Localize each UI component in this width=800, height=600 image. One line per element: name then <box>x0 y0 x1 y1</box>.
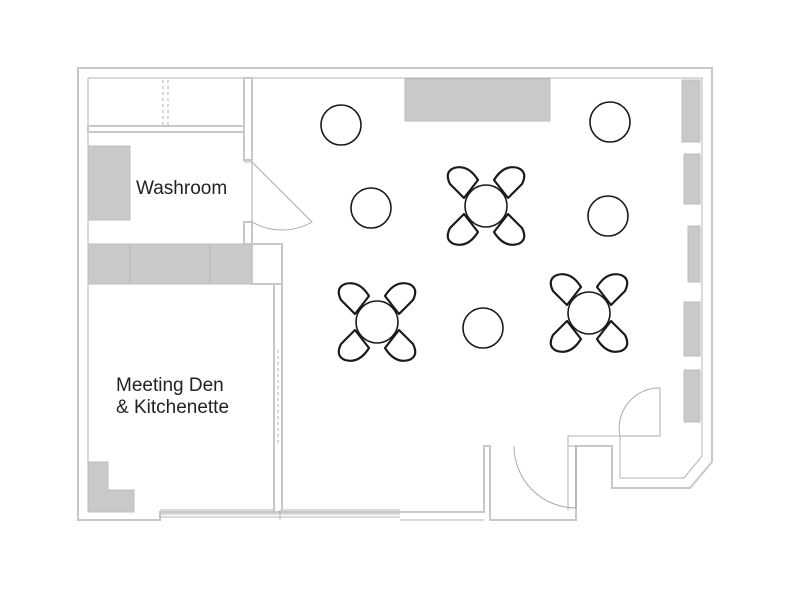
counter-frame <box>251 243 283 285</box>
chair <box>446 166 480 200</box>
round-table-1 <box>320 104 362 146</box>
round-table-3 <box>350 187 392 229</box>
chair <box>595 319 629 353</box>
wall-panel-1 <box>681 79 701 143</box>
entrance-door-main <box>513 445 577 509</box>
table <box>567 291 611 335</box>
chair <box>383 282 417 316</box>
chair <box>446 212 480 246</box>
meeting-label-line1: Meeting Den <box>116 375 224 396</box>
chair <box>492 166 526 200</box>
lounge-bench <box>404 78 551 122</box>
kitchenette-corner-counter <box>87 461 135 513</box>
washroom-top-partition <box>87 125 249 133</box>
entrance-door-side <box>618 387 661 437</box>
chair <box>549 273 583 307</box>
washroom-door <box>251 160 313 231</box>
chair <box>595 273 629 307</box>
chair <box>492 212 526 246</box>
chair <box>337 282 371 316</box>
table-set-3 <box>549 273 629 353</box>
table <box>464 184 508 228</box>
chair <box>383 328 417 362</box>
counter-run <box>87 243 253 285</box>
chair <box>337 328 371 362</box>
washroom-right-wall <box>243 77 253 161</box>
wall-panel-4 <box>683 301 701 357</box>
round-table-4 <box>587 195 629 237</box>
table-set-2 <box>337 282 417 362</box>
wall-panel-2 <box>683 153 701 205</box>
meeting-label-line2: & Kitchenette <box>116 397 229 418</box>
round-table-5 <box>462 307 504 349</box>
wall-panel-5 <box>683 369 701 423</box>
chair <box>549 319 583 353</box>
table <box>355 300 399 344</box>
round-table-2 <box>589 101 631 143</box>
washroom-right-wall-lower <box>243 221 253 245</box>
washroom-vanity <box>87 145 131 221</box>
inner-wall-line <box>88 77 703 510</box>
washroom-label: Washroom <box>136 178 227 199</box>
table-set-1 <box>446 166 526 246</box>
wall-panel-3 <box>687 225 701 283</box>
